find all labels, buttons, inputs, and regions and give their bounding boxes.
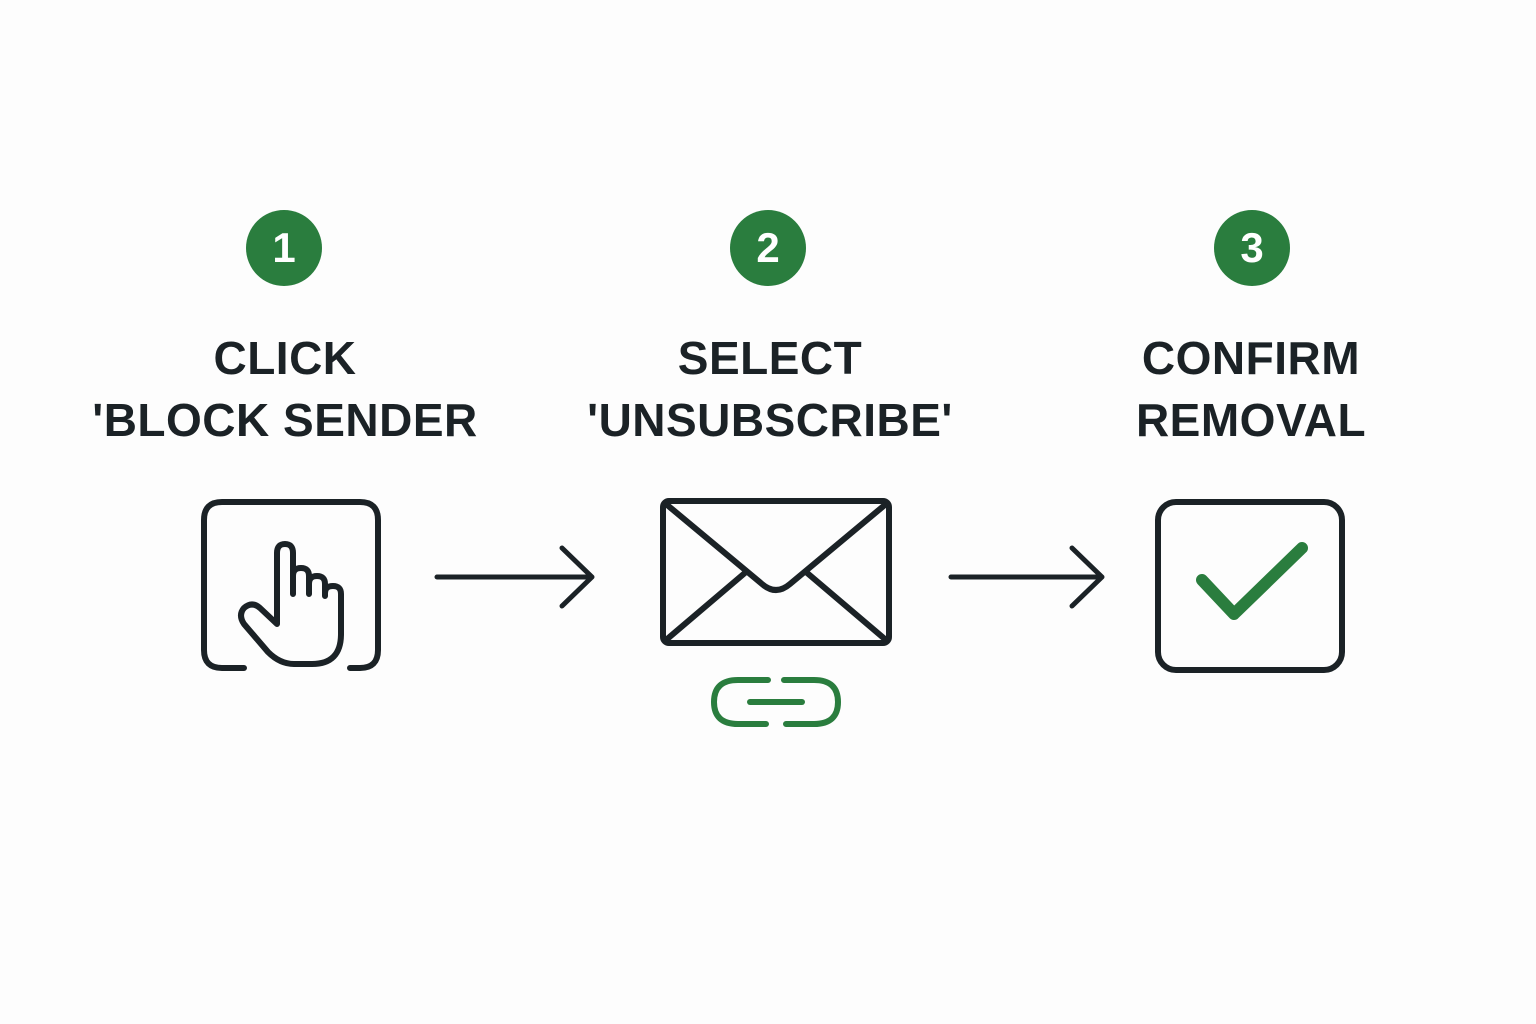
step-2-label-line-2: 'UNSUBSCRIBE' <box>587 394 953 446</box>
step-3-label-line-1: CONFIRM <box>1141 332 1361 384</box>
link-icon <box>710 677 842 727</box>
hand-pointer-icon <box>201 499 381 671</box>
step-2-label: SELECT 'UNSUBSCRIBE' <box>530 327 1010 451</box>
arrow-right-icon <box>948 545 1105 609</box>
step-1-label: CLICK 'BLOCK SENDER <box>45 327 525 451</box>
step-3-label: CONFIRM REMOVAL <box>1011 327 1491 451</box>
envelope-icon <box>660 498 892 646</box>
step-3-label-line-2: REMOVAL <box>1135 394 1367 446</box>
step-1-badge: 1 <box>246 210 322 286</box>
checkbox-check-icon <box>1155 499 1345 673</box>
step-1-label-line-2: 'BLOCK SENDER <box>92 394 478 446</box>
step-2-label-line-1: SELECT <box>677 332 863 384</box>
arrow-right-icon <box>434 545 595 609</box>
step-1-label-line-1: CLICK <box>213 332 357 384</box>
step-3-badge: 3 <box>1214 210 1290 286</box>
step-2-badge: 2 <box>730 210 806 286</box>
